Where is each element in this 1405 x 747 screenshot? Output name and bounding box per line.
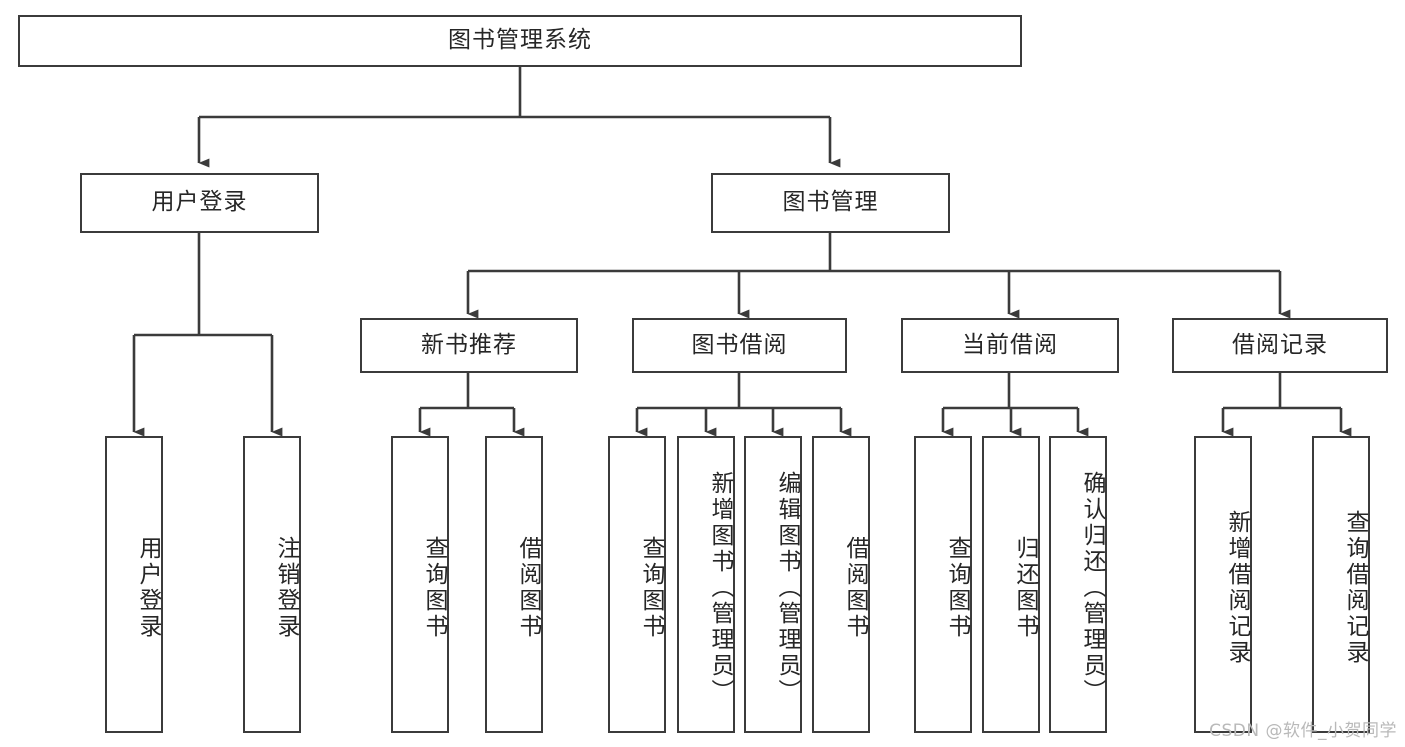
node-label: 借阅记录 xyxy=(1232,331,1328,358)
node-label: 新增图书（管理员） xyxy=(707,470,733,705)
node-user-login[interactable]: 用户登录 xyxy=(80,173,319,233)
node-label: 图书借阅 xyxy=(691,331,788,358)
leaf-return-book[interactable]: 归还图书 xyxy=(982,436,1040,733)
node-label: 归还图书 xyxy=(1012,535,1038,640)
node-new-book-recommend[interactable]: 新书推荐 xyxy=(360,318,578,373)
node-label: 查询借阅记录 xyxy=(1342,509,1368,666)
node-label: 用户登录 xyxy=(135,535,161,640)
node-label: 图书管理系统 xyxy=(448,27,592,54)
leaf-edit-book-admin[interactable]: 编辑图书（管理员） xyxy=(744,436,802,733)
leaf-query-borrow-record[interactable]: 查询借阅记录 xyxy=(1312,436,1370,733)
leaf-borrow-book-borrow[interactable]: 借阅图书 xyxy=(812,436,870,733)
node-root-book-management-system[interactable]: 图书管理系统 xyxy=(18,15,1022,67)
node-label: 新书推荐 xyxy=(421,331,517,358)
leaf-confirm-return-admin[interactable]: 确认归还（管理员） xyxy=(1049,436,1107,733)
node-current-borrow[interactable]: 当前借阅 xyxy=(901,318,1119,373)
node-borrow-record[interactable]: 借阅记录 xyxy=(1172,318,1388,373)
csdn-watermark: CSDN @软件_小贺同学 xyxy=(1209,721,1397,741)
node-label: 借阅图书 xyxy=(515,535,541,640)
node-label: 查询图书 xyxy=(638,535,664,640)
node-book-borrow[interactable]: 图书借阅 xyxy=(632,318,847,373)
node-label: 借阅图书 xyxy=(842,535,868,640)
node-label: 图书管理 xyxy=(782,189,879,216)
leaf-query-book-current[interactable]: 查询图书 xyxy=(914,436,972,733)
node-label: 当前借阅 xyxy=(962,331,1058,358)
node-label: 编辑图书（管理员） xyxy=(774,470,800,705)
node-label: 确认归还（管理员） xyxy=(1079,470,1105,705)
leaf-borrow-book-new-recommend[interactable]: 借阅图书 xyxy=(485,436,543,733)
leaf-query-book-borrow[interactable]: 查询图书 xyxy=(608,436,666,733)
leaf-add-book-admin[interactable]: 新增图书（管理员） xyxy=(677,436,735,733)
leaf-user-login[interactable]: 用户登录 xyxy=(105,436,163,733)
node-label: 新增借阅记录 xyxy=(1224,509,1250,666)
leaf-add-borrow-record[interactable]: 新增借阅记录 xyxy=(1194,436,1252,733)
node-label: 用户登录 xyxy=(151,189,248,216)
leaf-query-book-new-recommend[interactable]: 查询图书 xyxy=(391,436,449,733)
node-label: 查询图书 xyxy=(421,535,447,640)
node-label: 查询图书 xyxy=(944,535,970,640)
leaf-logout-login[interactable]: 注销登录 xyxy=(243,436,301,733)
node-book-manage[interactable]: 图书管理 xyxy=(711,173,950,233)
node-label: 注销登录 xyxy=(273,535,299,640)
